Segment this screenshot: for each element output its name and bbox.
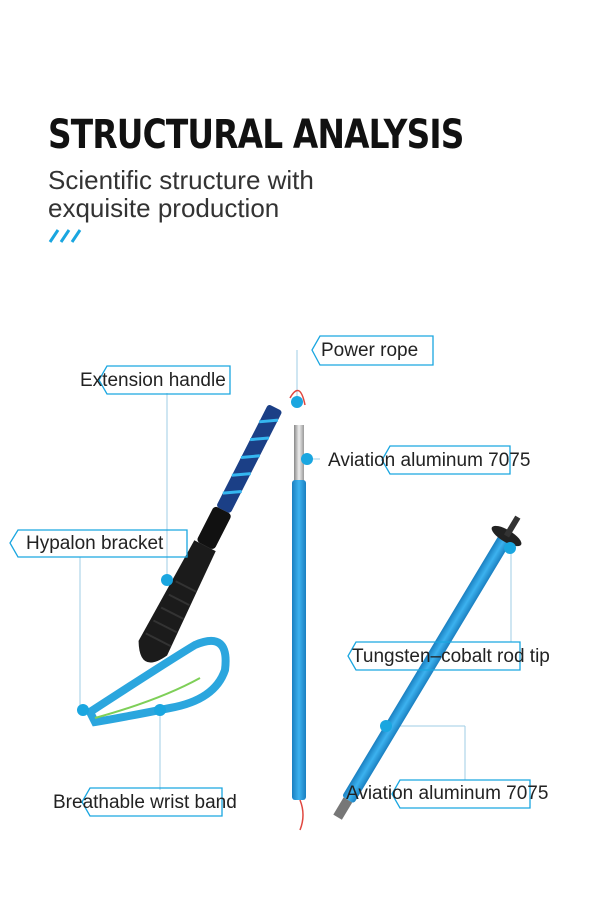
- page-subtitle: Scientific structure with exquisite prod…: [48, 165, 314, 223]
- tip-section: [333, 515, 522, 820]
- label-aviation-aluminum-top: Aviation aluminum 7075: [328, 450, 531, 471]
- callout-dots: [77, 396, 516, 732]
- wrist-strap: [84, 637, 230, 727]
- label-rod-tip: Tungsten–cobalt rod tip: [352, 646, 550, 667]
- label-frames: [9, 335, 531, 817]
- handle-section: [138, 405, 282, 663]
- accent-slashes-icon: [48, 229, 82, 243]
- label-hypalon-bracket: Hypalon bracket: [26, 533, 164, 554]
- label-aviation-aluminum-bottom: Aviation aluminum 7075: [346, 783, 549, 804]
- label-wrist-band: Breathable wrist band: [53, 792, 237, 813]
- leader-lines: [79, 350, 512, 790]
- label-power-rope: Power rope: [321, 340, 419, 361]
- middle-pole: [289, 389, 306, 831]
- page-title: STRUCTURAL ANALYSIS: [48, 112, 464, 158]
- label-extension-handle: Extension handle: [80, 370, 226, 391]
